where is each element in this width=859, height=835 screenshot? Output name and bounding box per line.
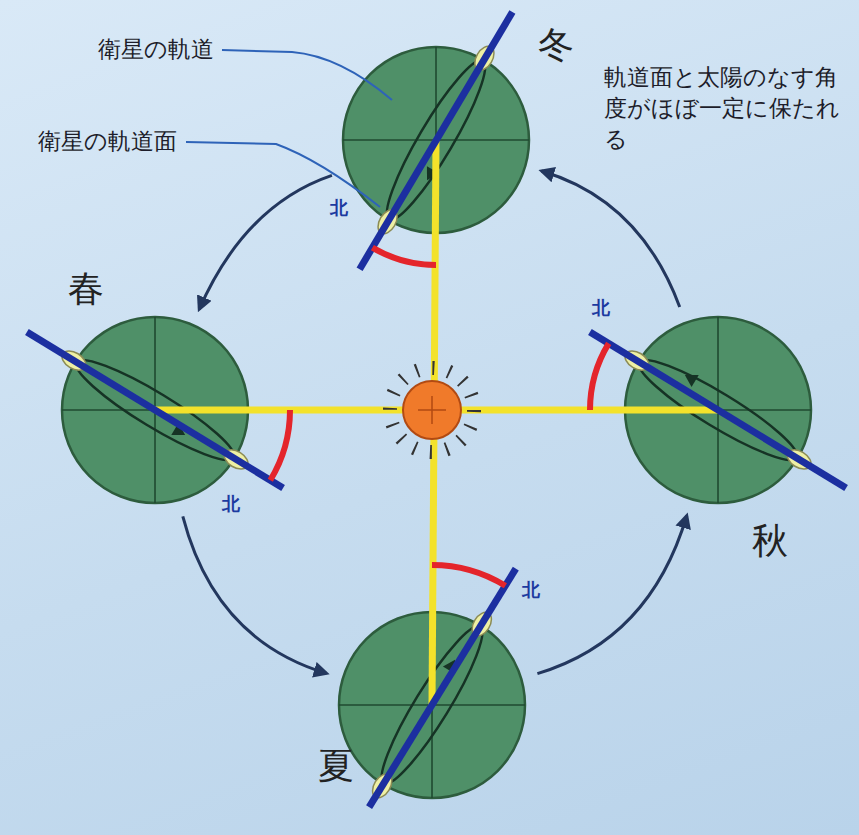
orbit-arrow: [171, 166, 698, 673]
earth-globe: [341, 45, 531, 235]
season-arrow: [183, 516, 327, 673]
season-label: 夏: [318, 745, 354, 786]
earth-node: 冬: [341, 45, 531, 235]
earth-node: 夏: [337, 610, 527, 800]
earth-grid: [62, 47, 811, 798]
season-label: 冬: [538, 24, 574, 65]
season-arrow: [542, 171, 680, 307]
earth-globe: [60, 315, 250, 505]
leader-line: [186, 50, 392, 207]
earth-globe: [623, 315, 813, 505]
north-label: 北: [522, 578, 540, 602]
satellite-orbit: [68, 52, 806, 792]
annotation-text: 軌道面と太陽のなす角度がほぼ一定に保たれる: [604, 62, 854, 155]
season-arrow: [199, 175, 332, 309]
season-label: 秋: [752, 520, 788, 561]
earth-node: 春: [60, 315, 250, 505]
annotation-text: 衛星の軌道面: [38, 126, 177, 157]
sun-line: [155, 140, 718, 705]
north-label: 北: [592, 296, 610, 320]
north-label: 北: [222, 492, 240, 516]
angle-arc: [270, 248, 608, 586]
satellite: [59, 43, 815, 801]
north-label: 北: [330, 196, 348, 220]
season-arrow: [537, 516, 686, 674]
annotation-text: 衛星の軌道: [98, 34, 214, 65]
sun: [390, 368, 474, 452]
orbit-plane: [27, 12, 846, 807]
earth-globe: [337, 610, 527, 800]
earth-node: 秋: [623, 315, 813, 505]
season-label: 春: [68, 268, 104, 309]
